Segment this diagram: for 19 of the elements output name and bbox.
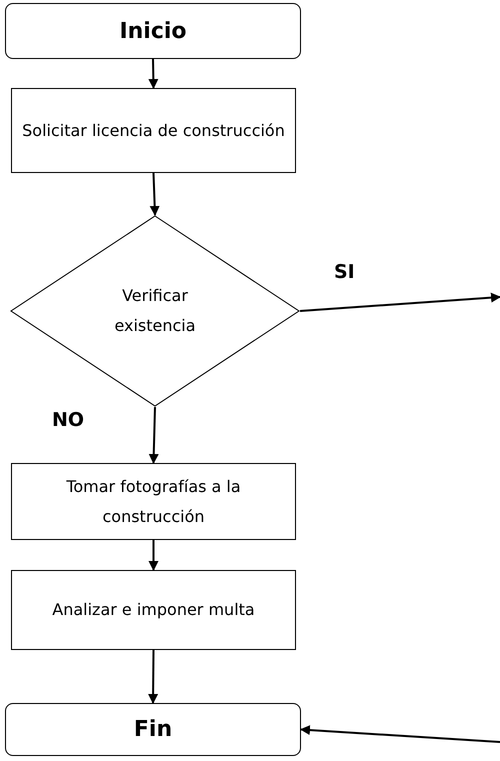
- arrow: [148, 540, 158, 571]
- arrow: [300, 725, 500, 743]
- end-terminal: [5, 703, 301, 756]
- start-terminal: [5, 3, 301, 59]
- arrow: [148, 406, 159, 464]
- process-box: [11, 88, 296, 173]
- arrow: [148, 58, 158, 89]
- arrow: [300, 292, 500, 312]
- process-box: [11, 570, 296, 650]
- node-label: Verificar existencia: [113, 285, 197, 337]
- arrow: [148, 650, 158, 704]
- arrow: [150, 172, 160, 216]
- node-label: Fin: [134, 716, 172, 744]
- node-label: Inicio: [119, 18, 187, 46]
- node-label: Tomar fotografías a la construcción: [65, 476, 242, 528]
- process-box: [11, 463, 296, 540]
- node-label: Analizar e imponer multa: [52, 599, 255, 621]
- decision-diamond: [10, 215, 300, 407]
- node-label: Solicitar licencia de construcción: [22, 120, 285, 142]
